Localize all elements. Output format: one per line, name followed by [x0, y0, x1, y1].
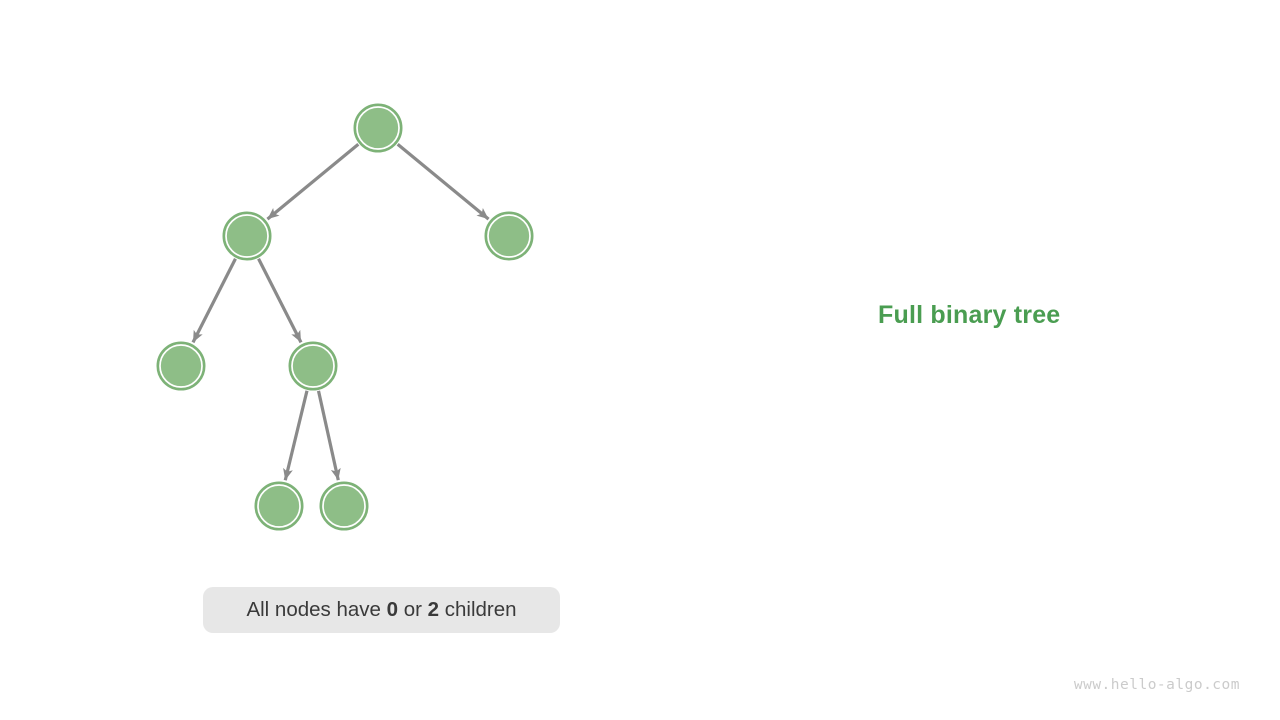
- caption-box: All nodes have 0 or 2 children: [203, 587, 560, 633]
- tree-node-l2-left: [222, 211, 272, 261]
- tree-node-l3-left: [156, 341, 206, 391]
- tree-node-root: [353, 103, 403, 153]
- tree-edge: [266, 142, 360, 221]
- tree-node-circle: [254, 481, 304, 531]
- tree-edge: [316, 390, 341, 481]
- tree-node-inner-ring: [487, 214, 531, 258]
- tree-node-circle: [288, 341, 338, 391]
- tree-edge: [396, 142, 490, 221]
- caption-text: All nodes have: [246, 598, 387, 621]
- diagram-title: Full binary tree: [878, 301, 1061, 329]
- caption-bold-zero: 0: [386, 598, 399, 621]
- tree-node-inner-ring: [322, 484, 366, 528]
- tree-node-inner-ring: [159, 344, 203, 388]
- tree-edge: [257, 258, 303, 344]
- caption-text: or: [398, 598, 428, 621]
- caption-bold-two: 2: [427, 598, 440, 621]
- tree-node-inner-ring: [356, 106, 400, 150]
- tree-node-circle: [353, 103, 403, 153]
- caption-text: children: [439, 598, 517, 621]
- tree-node-inner-ring: [225, 214, 269, 258]
- watermark: www.hello-algo.com: [1073, 677, 1240, 693]
- tree-node-circle: [484, 211, 534, 261]
- tree-edge: [283, 390, 309, 481]
- tree-node-l3-right: [288, 341, 338, 391]
- tree-node-circle: [156, 341, 206, 391]
- tree-node-circle: [319, 481, 369, 531]
- tree-node-inner-ring: [291, 344, 335, 388]
- tree-node-circle: [222, 211, 272, 261]
- tree-node-l4-right: [319, 481, 369, 531]
- tree-node-inner-ring: [257, 484, 301, 528]
- tree-node-l4-left: [254, 481, 304, 531]
- tree-nodes: [156, 103, 534, 531]
- tree-edges: [191, 142, 490, 481]
- tree-edge: [191, 258, 237, 344]
- tree-node-l2-right: [484, 211, 534, 261]
